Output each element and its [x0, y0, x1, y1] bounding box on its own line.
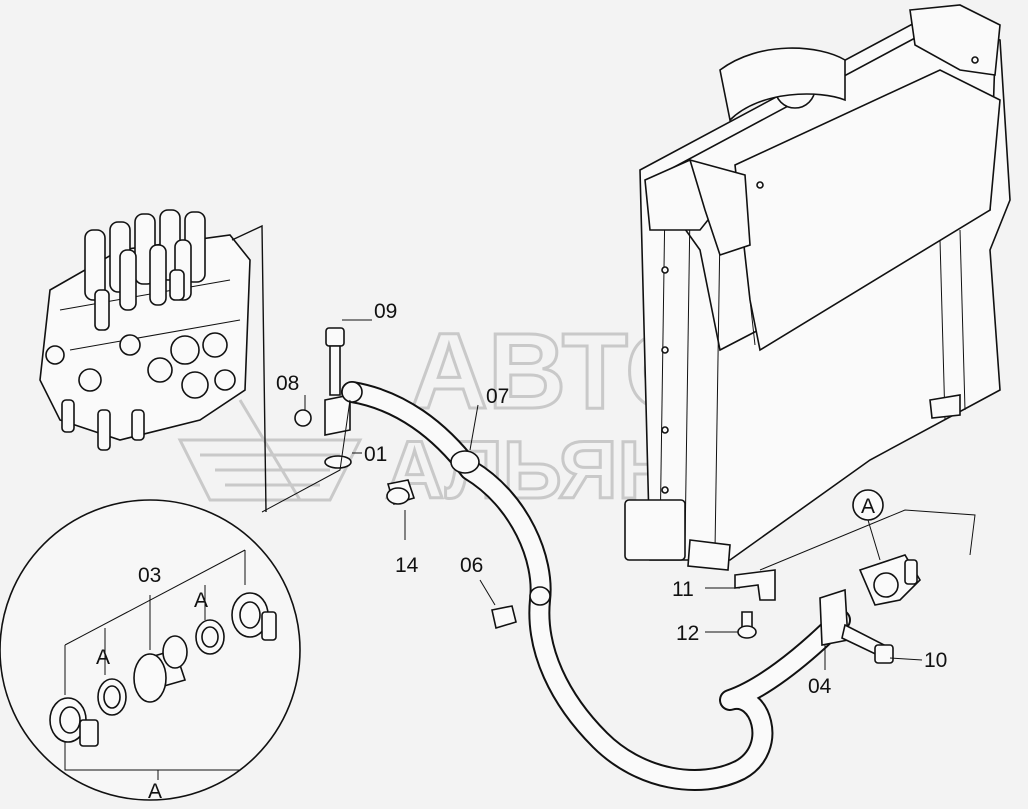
bolt-12	[737, 611, 757, 639]
radiator-assembly	[624, 4, 1011, 571]
detail-clamp-right	[231, 592, 277, 641]
callout-14: 14	[395, 554, 419, 577]
leader-lines	[261, 319, 976, 670]
plug-14	[386, 479, 416, 505]
clamp-04	[819, 588, 894, 664]
section-a-marker-label: A	[861, 495, 875, 518]
detail-label-a-2: A	[96, 646, 110, 669]
callout-08: 08	[276, 372, 299, 395]
callout-10: 10	[924, 649, 947, 672]
control-valve-block	[39, 209, 267, 513]
detail-label-a-bottom: A	[148, 780, 162, 803]
plug-08	[294, 409, 312, 427]
detail-clamp-left	[49, 697, 99, 747]
callout-04: 04	[808, 675, 832, 698]
callout-09: 09	[374, 300, 397, 323]
section-a-marker: A	[852, 489, 884, 521]
callout-03: 03	[138, 564, 161, 587]
spacer-07	[450, 450, 480, 474]
detail-fitting-03	[133, 635, 188, 703]
callout-07: 07	[486, 385, 509, 408]
detail-ring-left	[97, 678, 127, 716]
callout-06: 06	[460, 554, 483, 577]
detail-a-view	[0, 499, 301, 801]
detail-label-a-1: A	[194, 589, 208, 612]
flange-01	[324, 381, 363, 469]
callout-11: 11	[672, 578, 694, 601]
plug-06	[491, 586, 551, 630]
callout-labels: 09 08 07 01 14 06 11 12 10 04 03 A A A	[96, 300, 947, 803]
bracket-11	[734, 569, 776, 601]
callout-12: 12	[676, 622, 699, 645]
bolt-09	[325, 327, 345, 396]
clamp-a-hose	[858, 554, 922, 606]
watermark-logo-icon	[177, 399, 363, 502]
detail-ring-right	[195, 619, 225, 655]
callout-01: 01	[364, 443, 387, 466]
